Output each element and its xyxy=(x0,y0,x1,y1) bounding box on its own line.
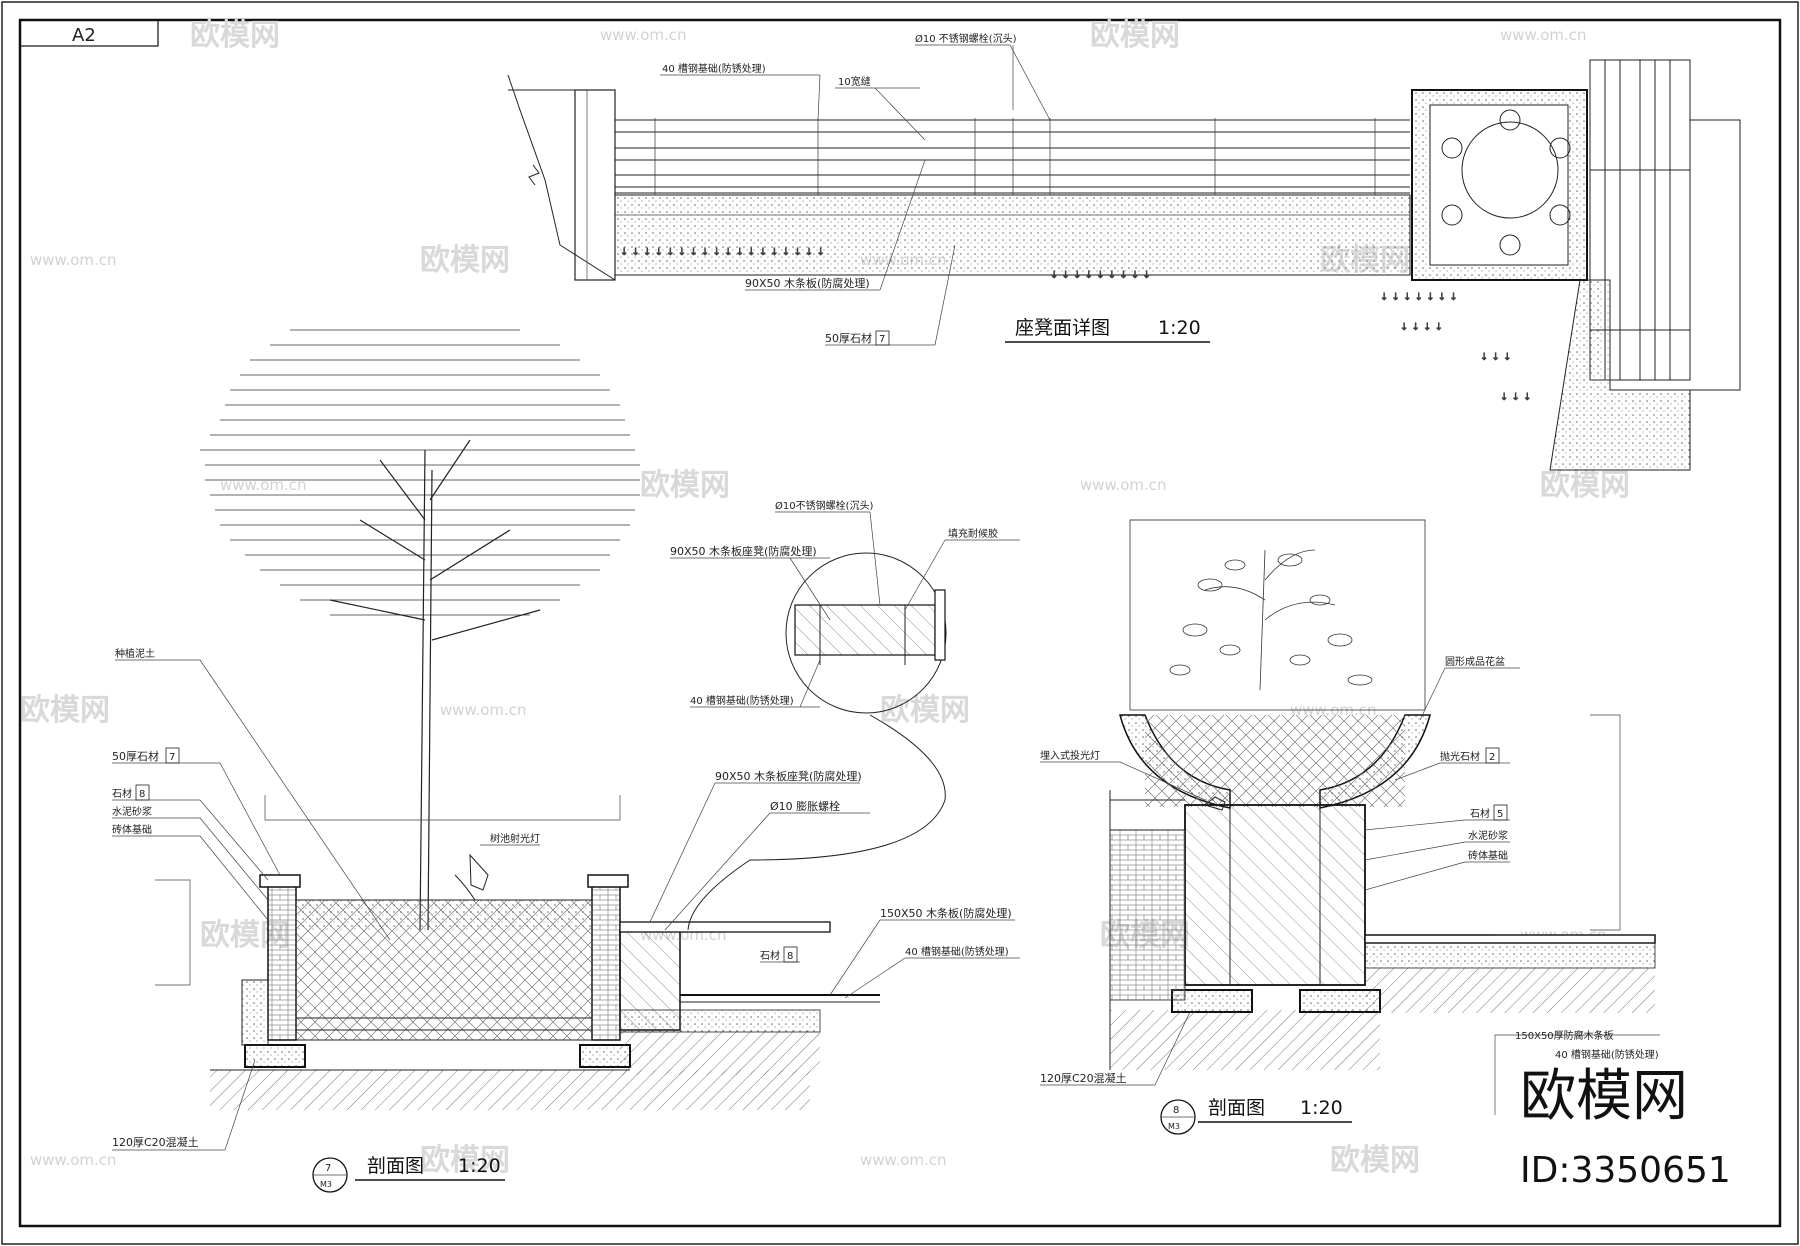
watermark-brand: 欧模网 xyxy=(640,468,730,503)
wood-slats xyxy=(615,119,1410,194)
tree-canopy xyxy=(200,329,640,616)
s8-scale: 1:20 xyxy=(1300,1097,1343,1119)
s8-label-concrete: 120厚C20混凝土 xyxy=(1040,1071,1127,1085)
watermark-brand: 欧模网 xyxy=(420,243,510,278)
plan-scale: 1:20 xyxy=(1158,317,1201,339)
tree-trunk xyxy=(329,439,541,931)
sheet-inner-border xyxy=(18,18,1782,1228)
s7-index-num: 7 xyxy=(325,1163,331,1174)
vertical-slats xyxy=(1589,59,1741,391)
watermark-brand: 欧模网 xyxy=(880,693,970,728)
plan-label-gap: 10宽缝 xyxy=(838,75,871,88)
s8-label-uplight: 埋入式投光灯 xyxy=(1040,749,1100,762)
watermark-url: www.om.cn xyxy=(30,1151,117,1169)
watermark-url: www.om.cn xyxy=(220,476,307,494)
slat-bolts xyxy=(654,118,1376,195)
s7-label-soil: 种植泥土 xyxy=(115,647,155,660)
watermark-url: www.om.cn xyxy=(30,251,117,269)
watermark-brand: 欧模网 xyxy=(1540,468,1630,503)
svg-text:↓ ↓ ↓: ↓ ↓ ↓ xyxy=(1500,392,1532,403)
s8-title: 剖面图 xyxy=(1208,1097,1265,1119)
brand-stamp-id: ID:3350651 xyxy=(1520,1150,1731,1191)
s8-index-sheet: M3 xyxy=(1168,1122,1180,1131)
s8-label-stone: 石材 xyxy=(1470,807,1490,820)
s7-label-mortar: 水泥砂浆 xyxy=(112,805,152,818)
s7-stone50-tag: 7 xyxy=(169,752,175,763)
s7-detail-bolt: Ø10不锈钢螺栓(沉头) xyxy=(775,499,873,512)
brand-stamp: 欧模网 ID:3350651 xyxy=(1520,1064,1731,1191)
svg-text:↓ ↓ ↓ ↓ ↓ ↓ ↓: ↓ ↓ ↓ ↓ ↓ ↓ ↓ xyxy=(1380,292,1458,303)
svg-text:↓ ↓ ↓: ↓ ↓ ↓ xyxy=(1480,352,1512,363)
section-7: 种植泥土 50厚石材 7 石材 8 水泥砂浆 砖体基础 120厚C20混凝土 树… xyxy=(112,329,1020,1193)
s7-label-concrete: 120厚C20混凝土 xyxy=(112,1135,199,1149)
watermark-url: www.om.cn xyxy=(1080,476,1167,494)
s8-label-deck: 150X50厚防腐木条板 xyxy=(1515,1029,1614,1042)
s8-label-steel: 40 槽钢基础(防锈处理) xyxy=(1555,1048,1659,1061)
s7-label-expansion-bolt: Ø10 膨胀螺栓 xyxy=(770,799,840,813)
s8-index-num: 8 xyxy=(1173,1105,1179,1116)
s7-stone-tag: 8 xyxy=(139,789,145,800)
s8-label-mortar: 水泥砂浆 xyxy=(1468,829,1508,842)
s7-detail-steel: 40 槽钢基础(防锈处理) xyxy=(690,694,794,707)
watermark-brand: 欧模网 xyxy=(190,18,280,53)
watermark-brand: 欧模网 xyxy=(1330,1143,1420,1178)
s7-index-sheet: M3 xyxy=(320,1180,332,1189)
s7-stone-b-tag: 8 xyxy=(787,951,793,962)
section-8: 圆形成品花盆 埋入式投光灯 抛光石材 2 石材 5 水泥砂浆 砖体基础 150X… xyxy=(1040,519,1660,1135)
plan-label-stone: 50厚石材 xyxy=(825,331,872,345)
s8-label-planter: 圆形成品花盆 xyxy=(1445,655,1505,668)
svg-text:↓ ↓ ↓ ↓ ↓ ↓ ↓ ↓: ↓ ↓ ↓ ↓ ↓ ↓ ↓ ↓ ↓ ↓ ↓ ↓ ↓ ↓ ↓ ↓ ↓ ↓ xyxy=(620,247,825,258)
ground-marks: ↓ ↓ ↓ ↓ ↓ ↓ ↓ ↓ ↓ ↓ ↓ ↓ ↓ ↓ ↓ ↓ ↓ ↓ ↓ ↓ … xyxy=(620,247,1532,404)
watermark-brand: 欧模网 xyxy=(20,693,110,728)
watermark-brand: 欧模网 xyxy=(420,1143,510,1178)
plan-label-steel: 40 槽钢基础(防锈处理) xyxy=(662,62,766,75)
svg-text:↓ ↓ ↓ ↓: ↓ ↓ ↓ ↓ xyxy=(1400,322,1443,333)
s7-label-steel: 40 槽钢基础(防锈处理) xyxy=(905,945,1009,958)
plan-stone-tag: 7 xyxy=(879,334,885,345)
s7-title: 剖面图 xyxy=(367,1155,424,1177)
s8-stone-tag: 5 xyxy=(1497,809,1503,820)
watermark-url: www.om.cn xyxy=(440,701,527,719)
s7-scale: 1:20 xyxy=(458,1155,501,1177)
watermark-brand: 欧模网 xyxy=(1090,18,1180,53)
watermark-url: www.om.cn xyxy=(1500,26,1587,44)
svg-text:↓ ↓ ↓ ↓ ↓ ↓ ↓ ↓: ↓ ↓ ↓ ↓ ↓ ↓ ↓ ↓ ↓ xyxy=(1050,270,1151,281)
s7-label-light: 树池射光灯 xyxy=(490,832,540,845)
s7-label-deck: 150X50 木条板(防腐处理) xyxy=(880,906,1012,920)
s7-label-stone-b: 石材 xyxy=(760,949,780,962)
plant-foliage xyxy=(1169,549,1373,691)
s7-label-wood-seat: 90X50 木条板座凳(防腐处理) xyxy=(715,769,862,783)
s7-detail-glue: 填充耐候胶 xyxy=(948,527,998,540)
s8-polished-tag: 2 xyxy=(1489,752,1495,763)
s7-label-brick: 砖体基础 xyxy=(112,823,152,836)
size-tag: A2 xyxy=(72,25,96,46)
brand-stamp-name: 欧模网 xyxy=(1520,1064,1688,1129)
size-tag-box xyxy=(19,19,159,47)
s8-label-polished: 抛光石材 xyxy=(1440,750,1480,763)
s7-label-stone50: 50厚石材 xyxy=(112,749,159,763)
s7-label-stone: 石材 xyxy=(112,787,132,800)
plan-title: 座凳面详图 xyxy=(1015,317,1110,339)
s8-label-brick: 砖体基础 xyxy=(1468,849,1508,862)
watermark-url: www.om.cn xyxy=(600,26,687,44)
s7-detail-wood: 90X50 木条板座凳(防腐处理) xyxy=(670,544,817,558)
seat-plan-detail: ↓ ↓ ↓ ↓ ↓ ↓ ↓ ↓ ↓ ↓ ↓ ↓ ↓ ↓ ↓ ↓ ↓ ↓ ↓ ↓ … xyxy=(507,32,1741,471)
watermark-url: www.om.cn xyxy=(860,1151,947,1169)
plan-label-bolt: Ø10 不锈钢螺栓(沉头) xyxy=(915,32,1017,45)
plan-label-wood: 90X50 木条板(防腐处理) xyxy=(745,276,870,290)
